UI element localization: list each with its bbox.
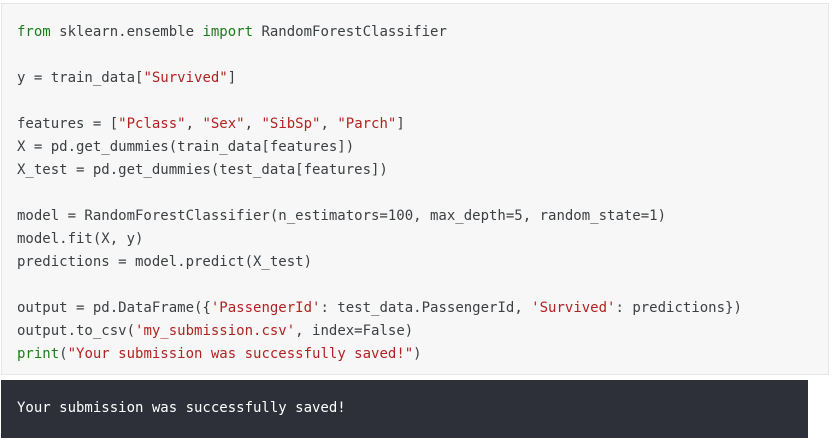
code-keyword: print	[17, 346, 60, 362]
code-text: X = pd.get_dummies(train_data[features])	[17, 139, 355, 155]
code-text: ,	[185, 116, 203, 132]
code-line	[17, 182, 828, 205]
code-line: predictions = model.predict(X_test)	[17, 251, 828, 274]
code-text: ,	[244, 116, 262, 132]
code-line: output.to_csv('my_submission.csv', index…	[17, 320, 828, 343]
code-text: output = pd.DataFrame({	[17, 300, 211, 316]
code-text: ]	[396, 116, 405, 132]
code-text: : predictions})	[615, 300, 742, 316]
code-line: from sklearn.ensemble import RandomFores…	[17, 21, 828, 44]
code-text: (	[59, 346, 68, 362]
code-line	[17, 44, 828, 67]
code-string: "Pclass"	[118, 116, 186, 132]
code-string: 'Survived'	[531, 300, 616, 316]
code-editor[interactable]: from sklearn.ensemble import RandomFores…	[2, 4, 828, 366]
code-text: features = [	[17, 116, 119, 132]
code-text: predictions = model.predict(X_test)	[17, 254, 313, 270]
code-text: output.to_csv(	[17, 323, 136, 339]
code-string: 'my_submission.csv'	[135, 323, 296, 339]
code-line: y = train_data["Survived"]	[17, 67, 828, 90]
code-text: )	[413, 346, 422, 362]
code-string: 'PassengerId'	[210, 300, 321, 316]
code-text: model.fit(X, y)	[17, 231, 144, 247]
output-text: Your submission was successfully saved!	[17, 400, 346, 416]
code-string: "Your submission was successfully saved!…	[67, 346, 414, 362]
output-cell: Your submission was successfully saved!	[1, 380, 808, 438]
code-string: "Parch"	[337, 116, 397, 132]
code-line: X_test = pd.get_dummies(test_data[featur…	[17, 159, 828, 182]
code-line: output = pd.DataFrame({'PassengerId': te…	[17, 297, 828, 320]
code-line: model.fit(X, y)	[17, 228, 828, 251]
code-string: "Survived"	[143, 70, 228, 86]
code-text: ]	[227, 70, 237, 86]
code-line: model = RandomForestClassifier(n_estimat…	[17, 205, 828, 228]
code-text: , index=False)	[295, 323, 414, 339]
code-text: y = train_data[	[17, 70, 144, 86]
code-text: sklearn.ensemble	[50, 24, 203, 40]
code-keyword: import	[202, 24, 254, 40]
code-line: print("Your submission was successfully …	[17, 343, 828, 366]
code-text: model = RandomForestClassifier(n_estimat…	[17, 208, 667, 224]
code-text: ,	[320, 116, 338, 132]
code-line	[17, 90, 828, 113]
code-cell[interactable]: from sklearn.ensemble import RandomFores…	[1, 3, 829, 375]
code-string: "SibSp"	[261, 116, 321, 132]
code-line	[17, 274, 828, 297]
code-line: X = pd.get_dummies(train_data[features])	[17, 136, 828, 159]
code-keyword: from	[17, 24, 51, 40]
code-line: features = ["Pclass", "Sex", "SibSp", "P…	[17, 113, 828, 136]
code-text: RandomForestClassifier	[253, 24, 447, 40]
code-text: : test_data.PassengerId,	[320, 300, 532, 316]
code-string: "Sex"	[202, 116, 245, 132]
code-text: X_test = pd.get_dummies(test_data[featur…	[17, 162, 388, 178]
